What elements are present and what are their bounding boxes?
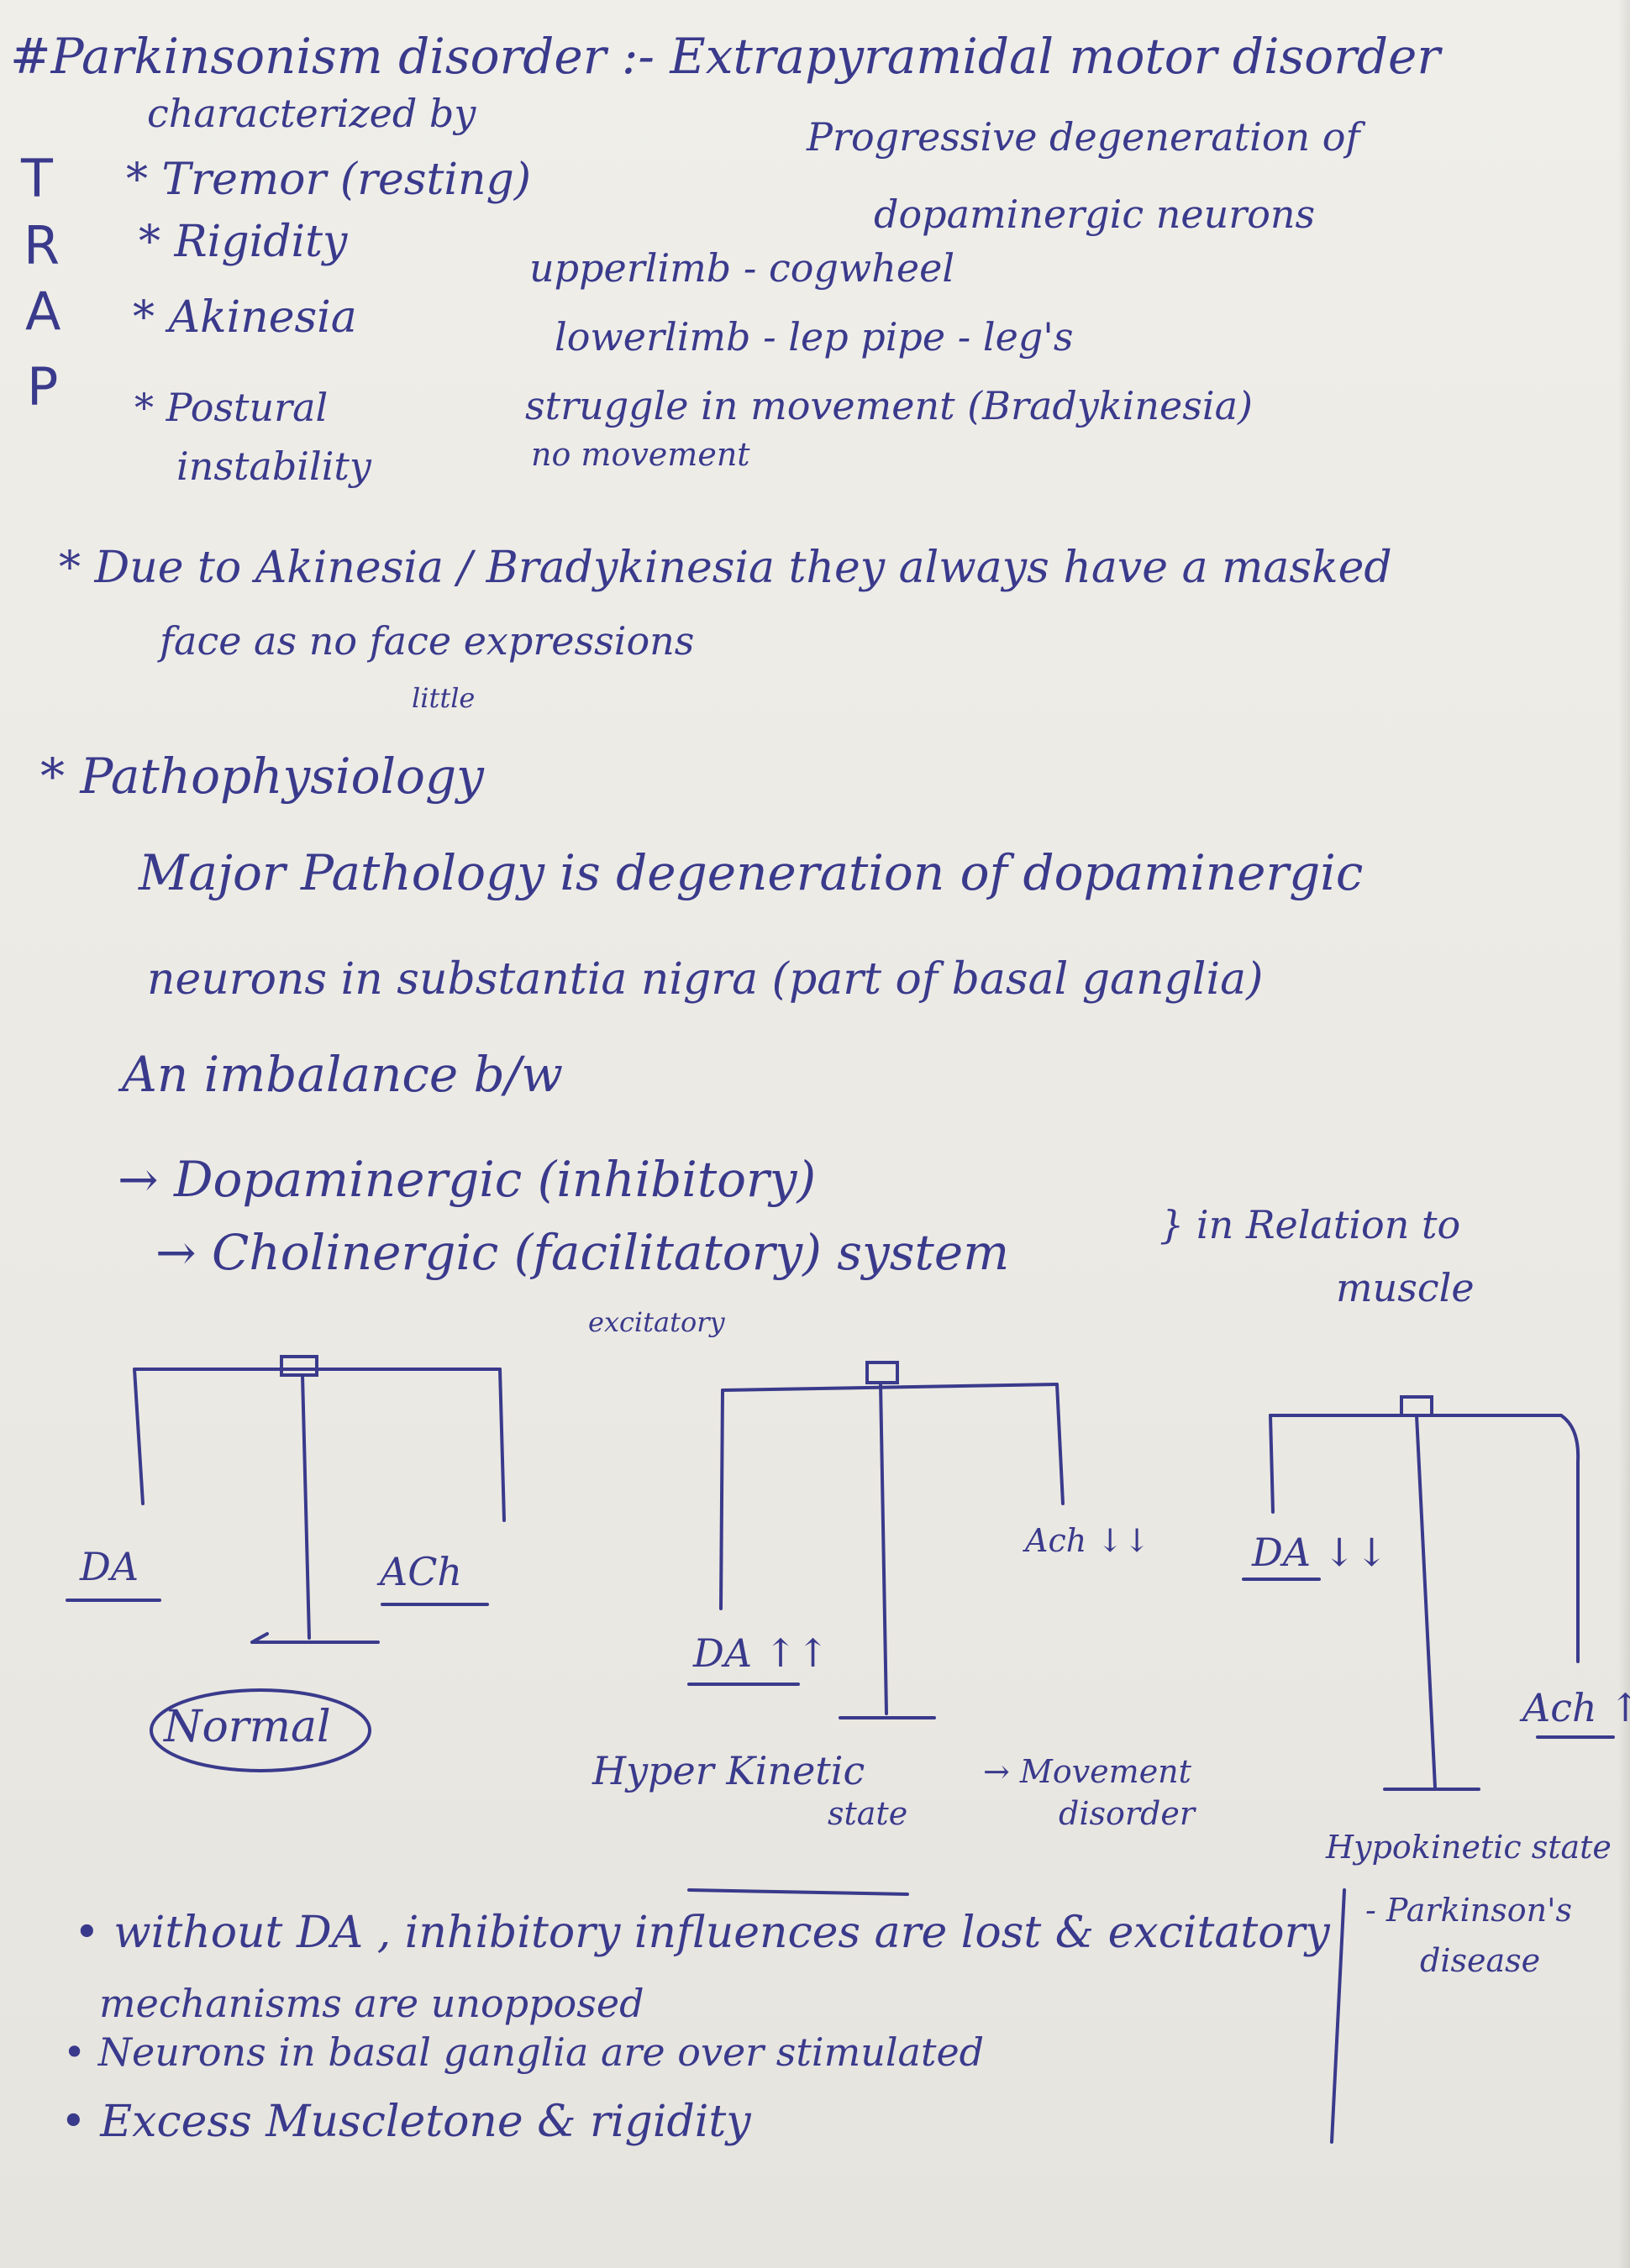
bullet-without-da: • without DA , inhibitory influences are… bbox=[74, 1908, 1330, 1958]
page-edge-shadow bbox=[1618, 0, 1630, 2268]
cholinergic-excitatory-note: excitatory bbox=[588, 1306, 725, 1338]
trap-item-instability: instability bbox=[176, 444, 371, 489]
progressive-note-line1: Progressive degeneration of bbox=[807, 114, 1360, 160]
trap-letter-p: P bbox=[27, 356, 59, 417]
progressive-note-line2: dopaminergic neurons bbox=[874, 192, 1316, 237]
hyper-caption-line2: state bbox=[828, 1795, 908, 1832]
relation-note-line1: } in Relation to bbox=[1159, 1202, 1461, 1247]
normal-da-label: DA bbox=[80, 1544, 139, 1589]
trap-letter-r: R bbox=[24, 215, 60, 276]
bullet-without-da-cont: mechanisms are unopposed bbox=[99, 1981, 644, 2026]
trap-letter-a: A bbox=[25, 281, 61, 342]
hypokinetic-balance bbox=[1242, 1395, 1615, 2144]
hyper-note-line1: → Movement bbox=[983, 1753, 1191, 1790]
akinesia-no-movement: no movement bbox=[531, 436, 750, 473]
masked-face-line1: * Due to Akinesia / Bradykinesia they al… bbox=[59, 543, 1392, 593]
imbalance-dopaminergic: → Dopaminergic (inhibitory) bbox=[118, 1151, 817, 1208]
normal-caption: Normal bbox=[164, 1702, 331, 1752]
rigidity-upperlimb: upperlimb - cogwheel bbox=[529, 245, 955, 291]
page-title: #Parkinsonism disorder :- Extrapyramidal… bbox=[10, 28, 1441, 85]
hyper-da-label: DA ↑↑ bbox=[693, 1630, 829, 1676]
normal-ach-label: ACh bbox=[380, 1549, 463, 1594]
rigidity-lowerlimb: lowerlimb - lep pipe - leg's bbox=[555, 314, 1074, 360]
pathology-line2: neurons in substantia nigra (part of bas… bbox=[147, 954, 1264, 1005]
pathology-line1: Major Pathology is degeneration of dopam… bbox=[139, 844, 1364, 901]
trap-letter-t: T bbox=[21, 148, 53, 209]
hyperkinetic-balance bbox=[687, 1361, 1065, 1896]
hypo-da-label: DA ↓↓ bbox=[1252, 1530, 1388, 1575]
masked-face-line2: face as no face expressions bbox=[160, 618, 695, 664]
masked-face-insert: little bbox=[412, 682, 476, 714]
trap-item-tremor: * Tremor (resting) bbox=[126, 155, 532, 205]
bullet-over-stimulated: • Neurons in basal ganglia are over stim… bbox=[63, 2029, 985, 2075]
pathophysiology-heading: * Pathophysiology bbox=[40, 748, 484, 805]
hypo-caption-line3: disease bbox=[1420, 1942, 1541, 1979]
trap-item-postural: * Postural bbox=[134, 385, 329, 430]
bullet-excess-muscletone: • Excess Muscletone & rigidity bbox=[60, 2097, 751, 2147]
normal-balance bbox=[66, 1355, 506, 1772]
akinesia-bradykinesia: struggle in movement (Bradykinesia) bbox=[525, 383, 1253, 428]
hyper-note-line2: disorder bbox=[1059, 1795, 1196, 1832]
relation-note-line2: muscle bbox=[1336, 1265, 1475, 1310]
hypo-ach-label: Ach ↑↑ bbox=[1522, 1685, 1630, 1730]
hypo-caption-line1: Hypokinetic state bbox=[1326, 1829, 1612, 1866]
trap-item-rigidity: * Rigidity bbox=[139, 217, 348, 267]
hyper-ach-label: Ach ↓↓ bbox=[1025, 1522, 1150, 1559]
characterized-by-label: characterized by bbox=[147, 91, 476, 136]
imbalance-cholinergic: → Cholinergic (facilitatory) system bbox=[155, 1224, 1010, 1281]
imbalance-heading: An imbalance b/w bbox=[122, 1046, 563, 1103]
hypo-caption-line2: - Parkinson's bbox=[1365, 1892, 1573, 1929]
trap-item-akinesia: * Akinesia bbox=[133, 292, 357, 343]
hyper-caption-line1: Hyper Kinetic bbox=[592, 1748, 865, 1793]
